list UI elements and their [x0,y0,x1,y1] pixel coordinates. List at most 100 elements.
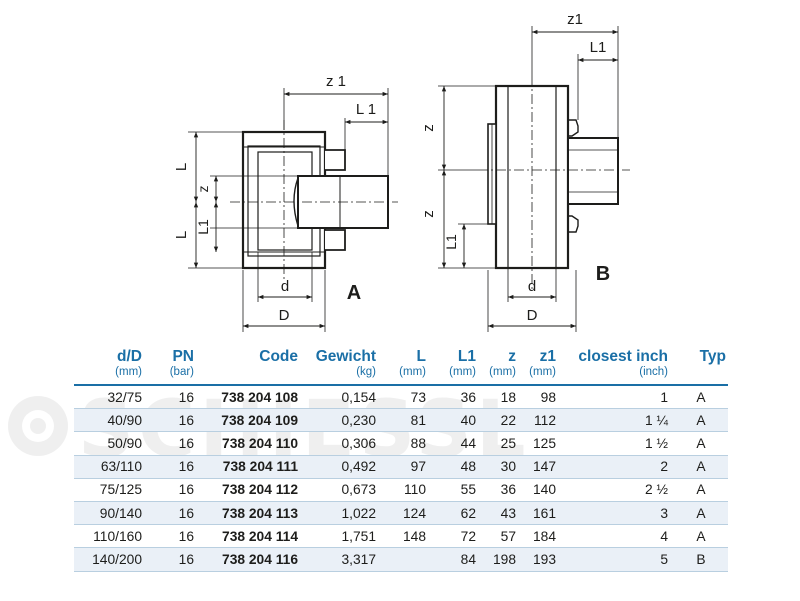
cell-gewicht: 0,154 [304,385,382,410]
cell-gewicht: 0,306 [304,431,382,456]
dim-a-D: D [279,307,290,324]
technical-drawings: z 1 L 1 L L z L1 d D A [173,11,630,332]
table-units-row: (mm) (bar) (kg) (mm) (mm) (mm) (mm) (inc… [74,366,728,386]
cell-z1: 125 [522,431,562,456]
header-pn: PN [172,348,194,365]
cell-gewicht: 3,317 [304,547,382,572]
cell-pn: 16 [148,408,200,433]
dim-a-l1-side: L1 [195,219,211,235]
cell-code: 738 204 108 [200,385,304,410]
cell-z: 25 [482,431,522,456]
cell-closest-inch: 1 ¼ [562,408,674,433]
cell-typ: A [674,408,728,433]
table-row: 63/110 16 738 204 111 0,492 97 48 30 147… [74,455,728,479]
dim-b-l1-side: L1 [443,234,459,250]
cell-code: 738 204 113 [200,501,304,526]
cell-l1: 44 [432,431,482,456]
table-row: 75/125 16 738 204 112 0,673 110 55 36 14… [74,478,728,502]
unit-gewicht: (kg) [304,366,382,386]
cell-dD: 32/75 [74,385,148,410]
drawing-a [188,88,398,332]
unit-l1: (mm) [432,366,482,386]
cell-z: 198 [482,547,522,572]
dim-b-z-upper: z [420,124,437,132]
cell-l [382,547,432,572]
cell-pn: 16 [148,478,200,502]
cell-l: 97 [382,455,432,479]
cell-closest-inch: 2 ½ [562,478,674,502]
cell-z1: 147 [522,455,562,479]
table-row: 50/90 16 738 204 110 0,306 88 44 25 125 … [74,431,728,456]
cell-gewicht: 0,492 [304,455,382,479]
cell-gewicht: 0,673 [304,478,382,502]
drawing-b-labels: z1 L1 z z L1 d D B [420,11,610,324]
table-row: 110/160 16 738 204 114 1,751 148 72 57 1… [74,524,728,549]
cell-code: 738 204 111 [200,455,304,479]
cell-l1: 55 [432,478,482,502]
cell-code: 738 204 114 [200,524,304,549]
cell-l: 81 [382,408,432,433]
unit-z1: (mm) [522,366,562,386]
drawing-a-labels: z 1 L 1 L L z L1 d D A [173,73,376,324]
cell-l: 73 [382,385,432,410]
cell-z: 18 [482,385,522,410]
header-z: z [508,348,516,365]
cell-pn: 16 [148,455,200,479]
drawing-b [438,26,630,332]
cell-pn: 16 [148,547,200,572]
cell-pn: 16 [148,501,200,526]
watermark-logo-icon [8,396,68,456]
unit-pn: (bar) [148,366,200,386]
cell-typ: B [674,547,728,572]
unit-dD: (mm) [74,366,148,386]
cell-z1: 184 [522,524,562,549]
cell-l1: 40 [432,408,482,433]
cell-l1: 36 [432,385,482,410]
cell-z: 30 [482,455,522,479]
cell-dD: 75/125 [74,478,148,502]
cell-l: 110 [382,478,432,502]
cell-dD: 90/140 [74,501,148,526]
cell-closest-inch: 3 [562,501,674,526]
dim-b-D: D [527,307,538,324]
cell-z1: 140 [522,478,562,502]
cell-l: 88 [382,431,432,456]
cell-z1: 98 [522,385,562,410]
dim-a-z-side: z [195,186,211,193]
unit-l: (mm) [382,366,432,386]
cell-l: 124 [382,501,432,526]
cell-closest-inch: 2 [562,455,674,479]
cell-z1: 112 [522,408,562,433]
header-l1: L1 [457,348,476,365]
cell-dD: 40/90 [74,408,148,433]
cell-l: 148 [382,524,432,549]
unit-closest-inch: (inch) [562,366,674,386]
dim-b-z1: z1 [567,11,583,28]
cell-dD: 140/200 [74,547,148,572]
cell-typ: A [674,455,728,479]
cell-code: 738 204 116 [200,547,304,572]
table-header-row: d/D PN Code Gewicht L L1 z z1 closest in… [74,344,728,366]
header-closest-inch: closest inch [578,348,668,365]
header-z1: z1 [539,348,556,365]
cell-typ: A [674,524,728,549]
cell-gewicht: 0,230 [304,408,382,433]
header-typ: Typ [699,348,726,365]
header-l: L [416,348,426,365]
cell-code: 738 204 110 [200,431,304,456]
cell-dD: 63/110 [74,455,148,479]
dim-b-z-lower: z [420,210,437,218]
cell-typ: A [674,478,728,502]
table-row: 32/75 16 738 204 108 0,154 73 36 18 98 1… [74,385,728,410]
header-code: Code [259,348,298,365]
spec-table: d/D PN Code Gewicht L L1 z z1 closest in… [74,344,728,572]
cell-z1: 193 [522,547,562,572]
cell-dD: 110/160 [74,524,148,549]
cell-z: 36 [482,478,522,502]
unit-typ [674,366,728,386]
cell-gewicht: 1,751 [304,524,382,549]
cell-pn: 16 [148,431,200,456]
cell-z: 43 [482,501,522,526]
table-row: 90/140 16 738 204 113 1,022 124 62 43 16… [74,501,728,526]
